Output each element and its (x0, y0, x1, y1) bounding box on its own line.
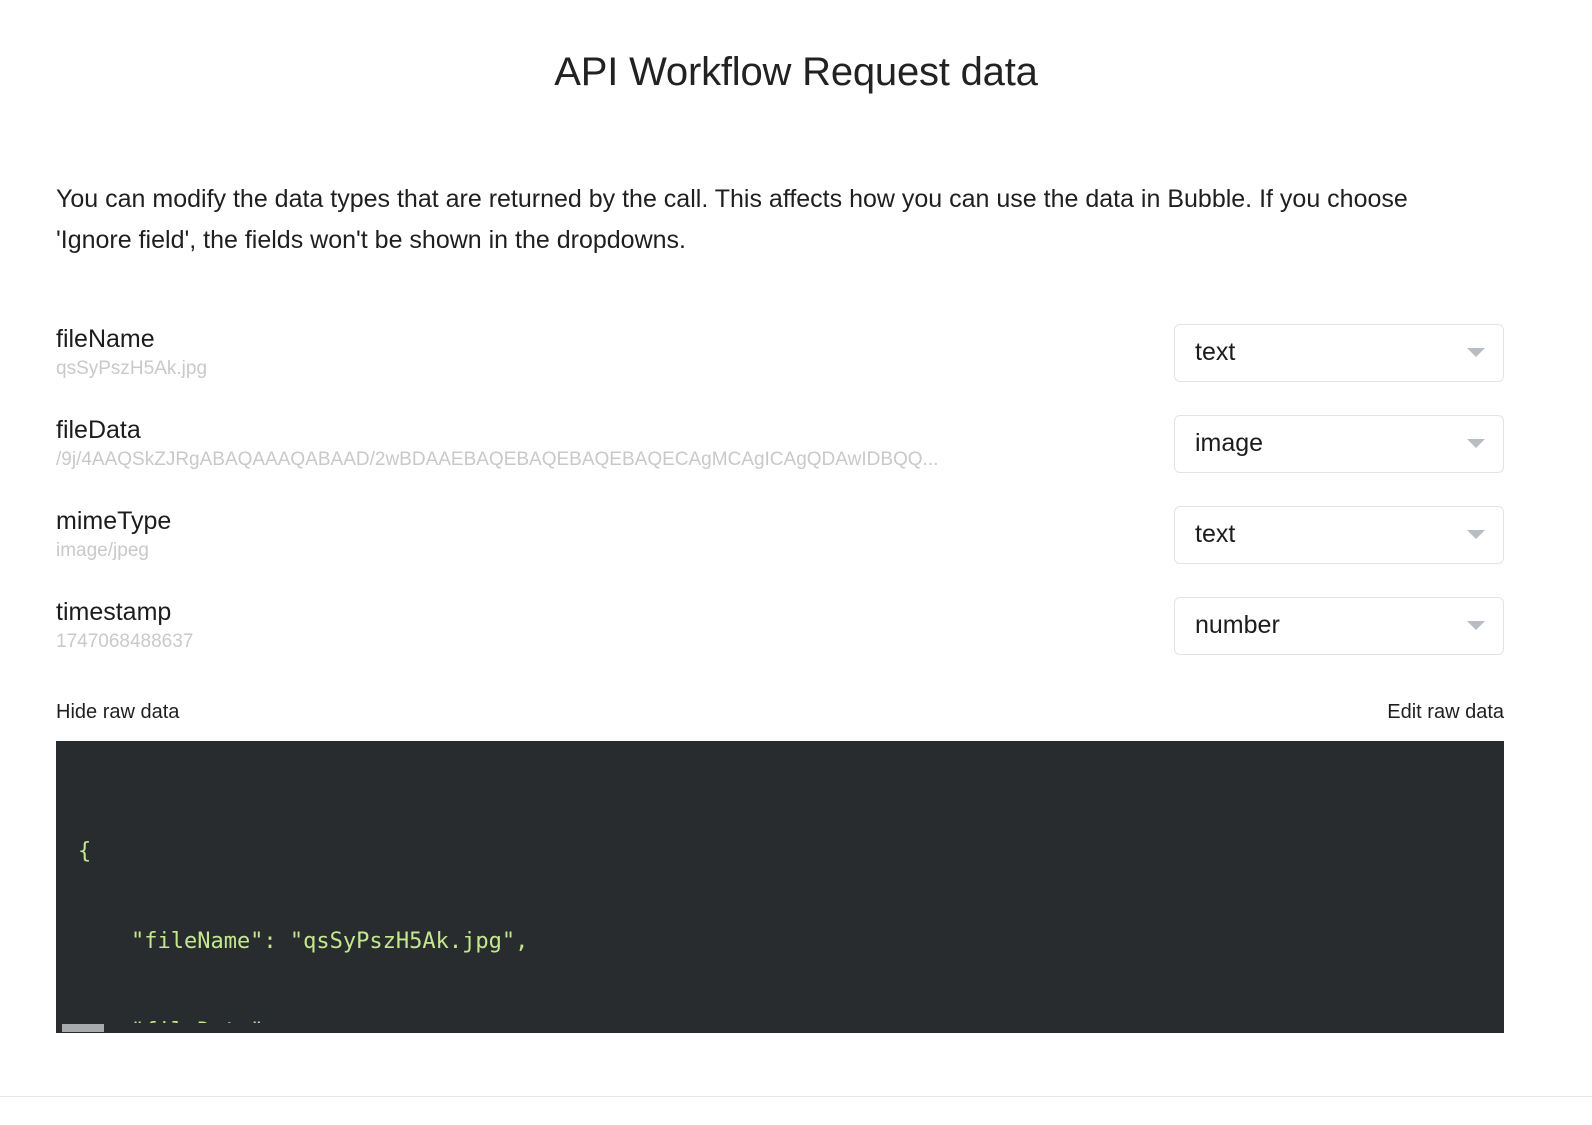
field-name-label: fileName (56, 324, 155, 353)
field-row-fileData: fileData /9j/4AAQSkZJRgABAQAAAQABAAD/2wB… (56, 414, 1504, 506)
fields-list: fileName qsSyPszH5Ak.jpg text fileData /… (56, 323, 1504, 688)
raw-data-toolbar: Hide raw data Edit raw data (56, 699, 1504, 725)
hide-raw-data-link[interactable]: Hide raw data (56, 700, 180, 723)
chevron-down-icon (1467, 439, 1485, 449)
type-dropdown-value: number (1195, 611, 1280, 640)
field-text-group: timestamp 1747068488637 (56, 597, 193, 655)
field-row-mimeType: mimeType image/jpeg text (56, 505, 1504, 597)
code-line: "fileName": "qsSyPszH5Ak.jpg", (78, 928, 529, 954)
field-sample-value: 1747068488637 (56, 630, 194, 652)
type-dropdown-value: text (1195, 338, 1236, 367)
edit-raw-data-link[interactable]: Edit raw data (1387, 700, 1504, 723)
field-sample-value: qsSyPszH5Ak.jpg (56, 357, 208, 379)
chevron-down-icon (1467, 621, 1485, 631)
type-dropdown-value: text (1195, 520, 1236, 549)
field-sample-value: image/jpeg (56, 539, 149, 561)
field-text-group: fileName qsSyPszH5Ak.jpg (56, 324, 207, 382)
panel-description: You can modify the data types that are r… (56, 184, 1408, 254)
code-horizontal-scrollbar[interactable] (56, 1022, 1504, 1033)
field-name-label: fileData (56, 415, 141, 444)
chevron-down-icon (1467, 530, 1485, 540)
type-dropdown-fileData[interactable]: image (1174, 414, 1504, 473)
code-line: { (78, 838, 92, 864)
field-name-label: mimeType (56, 506, 172, 535)
field-text-group: fileData /9j/4AAQSkZJRgABAQAAAQABAAD/2wB… (56, 415, 938, 473)
field-row-fileName: fileName qsSyPszH5Ak.jpg text (56, 323, 1504, 415)
field-text-group: mimeType image/jpeg (56, 506, 171, 564)
type-dropdown-mimeType[interactable]: text (1174, 505, 1504, 564)
field-sample-value: /9j/4AAQSkZJRgABAQAAAQABAAD/2wBDAAEBAQEB… (56, 448, 939, 470)
raw-data-code-block[interactable]: { "fileName": "qsSyPszH5Ak.jpg", "fileDa… (56, 740, 1504, 1033)
code-scrollbar-thumb[interactable] (62, 1023, 104, 1032)
type-dropdown-timestamp[interactable]: number (1174, 596, 1504, 655)
bottom-divider (0, 1095, 1592, 1097)
raw-data-code-content: { "fileName": "qsSyPszH5Ak.jpg", "fileDa… (56, 741, 1504, 1033)
field-row-timestamp: timestamp 1747068488637 number (56, 596, 1504, 688)
chevron-down-icon (1467, 348, 1485, 358)
type-dropdown-fileName[interactable]: text (1174, 323, 1504, 382)
field-name-label: timestamp (56, 597, 172, 626)
type-dropdown-value: image (1195, 429, 1264, 458)
api-workflow-request-data-panel: API Workflow Request data You can modify… (0, 27, 1592, 1125)
page-title: API Workflow Request data (554, 49, 1038, 94)
